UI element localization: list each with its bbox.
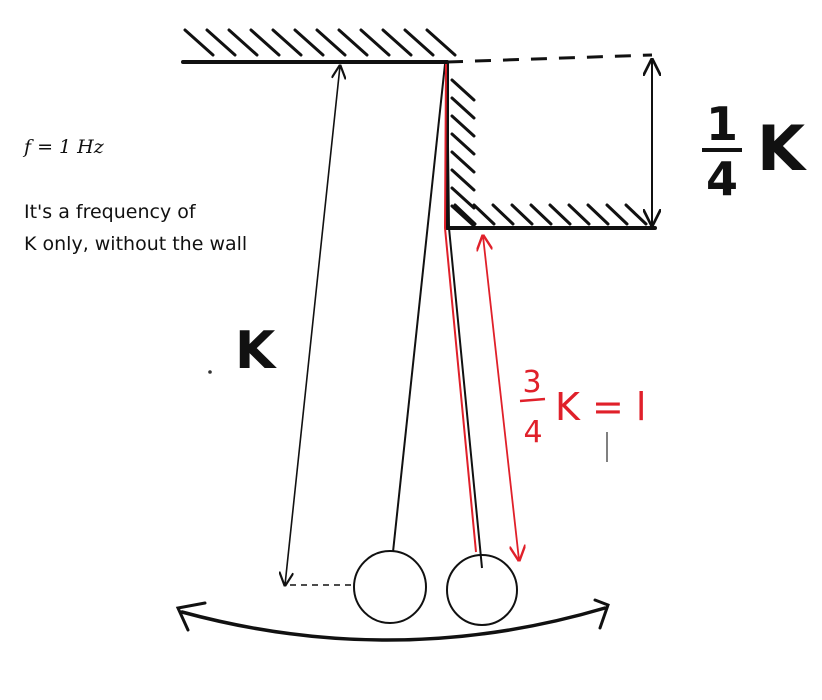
hatch-mark [227,28,259,57]
hatch-mark [403,28,435,57]
description-line-2: K only, without the wall [24,233,248,255]
hatch-mark [337,28,369,57]
hatch-mark [425,28,457,57]
quarter-k-label: 1 4 K [702,97,807,206]
hatch-mark [450,168,476,192]
hatch-mark [529,203,553,226]
hatch-mark [205,28,237,57]
frequency-formula: f = 1 Hz [24,136,104,158]
hatch-mark [491,203,515,226]
short-pendulum-string [446,63,483,569]
arc-left-arrowhead [175,601,207,632]
description-line-1: It's a frequency of [24,201,196,223]
hatch-mark [450,132,476,156]
hatch-mark [450,186,476,210]
three-quarter-length-arrow [483,236,519,560]
long-pendulum-string [392,63,446,553]
hatch-mark [453,203,477,226]
red-length-label: 3 4 K = l [519,365,646,450]
hatch-mark [450,150,476,174]
swing-arc [180,606,607,642]
long-pendulum-bob [353,550,427,624]
hatch-mark [624,203,648,226]
hatch-mark [450,114,476,138]
wall-step [445,60,657,230]
quarter-symbol: K [757,112,807,185]
length-k-label: K [235,321,277,381]
hatch-mark [510,203,534,226]
hatch-mark [450,204,476,228]
hatch-mark [315,28,347,57]
red-expression: K = l [555,385,646,429]
hatch-mark [450,96,476,120]
quarter-denominator: 4 [706,152,738,206]
hatch-mark [567,203,591,226]
hatch-mark [293,28,325,57]
red-numerator: 3 [522,365,541,400]
hatch-mark [586,203,610,226]
upper-ceiling [181,28,457,64]
hatch-mark [381,28,413,57]
hatch-mark [472,203,496,226]
hatch-mark [271,28,303,57]
quarter-numerator: 1 [706,97,738,151]
red-denominator: 4 [523,415,542,450]
hatch-mark [605,203,629,226]
red-string-overlay [443,63,477,553]
hatch-mark [359,28,391,57]
arc-right-arrowhead [593,598,610,630]
length-k-arrow [285,66,340,585]
hatch-mark [548,203,572,226]
hatch-mark [249,28,281,57]
stray-dot [208,370,212,374]
hatch-mark [183,28,215,57]
hatch-mark [450,78,476,102]
dashed-reference-line [446,53,653,64]
